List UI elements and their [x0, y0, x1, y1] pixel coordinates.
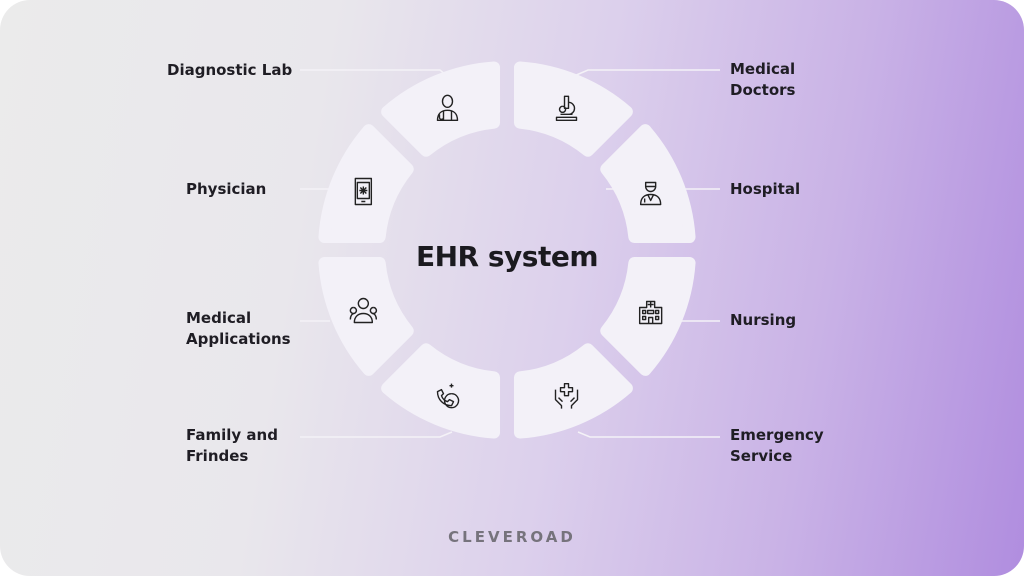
cleveroad-logo: CLEVEROAD: [448, 528, 576, 546]
label-hospital: Hospital: [730, 180, 801, 198]
ring-segment: [600, 256, 696, 376]
ring-segment: [513, 61, 633, 157]
connector-line: [577, 431, 720, 438]
diagram-title: EHR system: [415, 240, 599, 273]
doctor-icon: [639, 181, 662, 206]
family-group-icon: [349, 297, 378, 324]
ring-segment: [600, 124, 696, 244]
nursing-hands-icon: [554, 382, 579, 409]
label-diagnostic-lab: Diagnostic Lab: [167, 61, 293, 79]
hospital-icon: [638, 300, 663, 325]
physician-icon: [436, 94, 459, 122]
label-nursing: Nursing: [730, 311, 797, 329]
ring-segment: [318, 124, 414, 244]
label-physician: Physician: [186, 180, 267, 198]
connector-line: [300, 431, 453, 438]
emergency-24-phone-icon: [436, 383, 460, 409]
microscope-icon: [555, 95, 578, 122]
ring-segment: [318, 256, 414, 376]
ring-segment: [513, 343, 633, 439]
connector-line: [573, 69, 720, 77]
medical-tablet-icon: [354, 177, 373, 206]
ring-segment: [381, 61, 501, 157]
